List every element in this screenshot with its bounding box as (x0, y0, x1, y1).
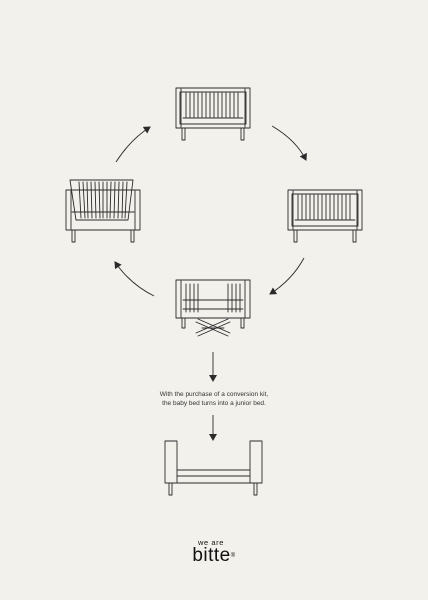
junior-bed (164, 440, 263, 496)
arrow-top-to-right (271, 125, 307, 161)
caption-line-1: With the purchase of a conversion kit, (159, 391, 269, 398)
crib-high-position (175, 87, 251, 141)
brand-logo: we are bitte® (0, 538, 428, 566)
crib-low-position (65, 179, 141, 243)
crib-medium-position (287, 189, 363, 243)
arrow-left-to-top (115, 126, 151, 163)
brand-tagline: we are (197, 538, 225, 547)
arrow-bottom-to-left (114, 261, 155, 297)
crib-side-removed (175, 279, 251, 337)
conversion-caption: With the purchase of a conversion kit, t… (104, 390, 324, 408)
registered-mark: ® (230, 553, 236, 559)
arrow-right-to-bottom (269, 257, 305, 295)
brand-wordmark-text: bitte (192, 545, 231, 566)
brand-wordmark: bitte® (192, 545, 236, 566)
cycle-arrows (114, 125, 307, 441)
caption-line-2: the baby bed turns into a junior bed. (162, 400, 266, 407)
